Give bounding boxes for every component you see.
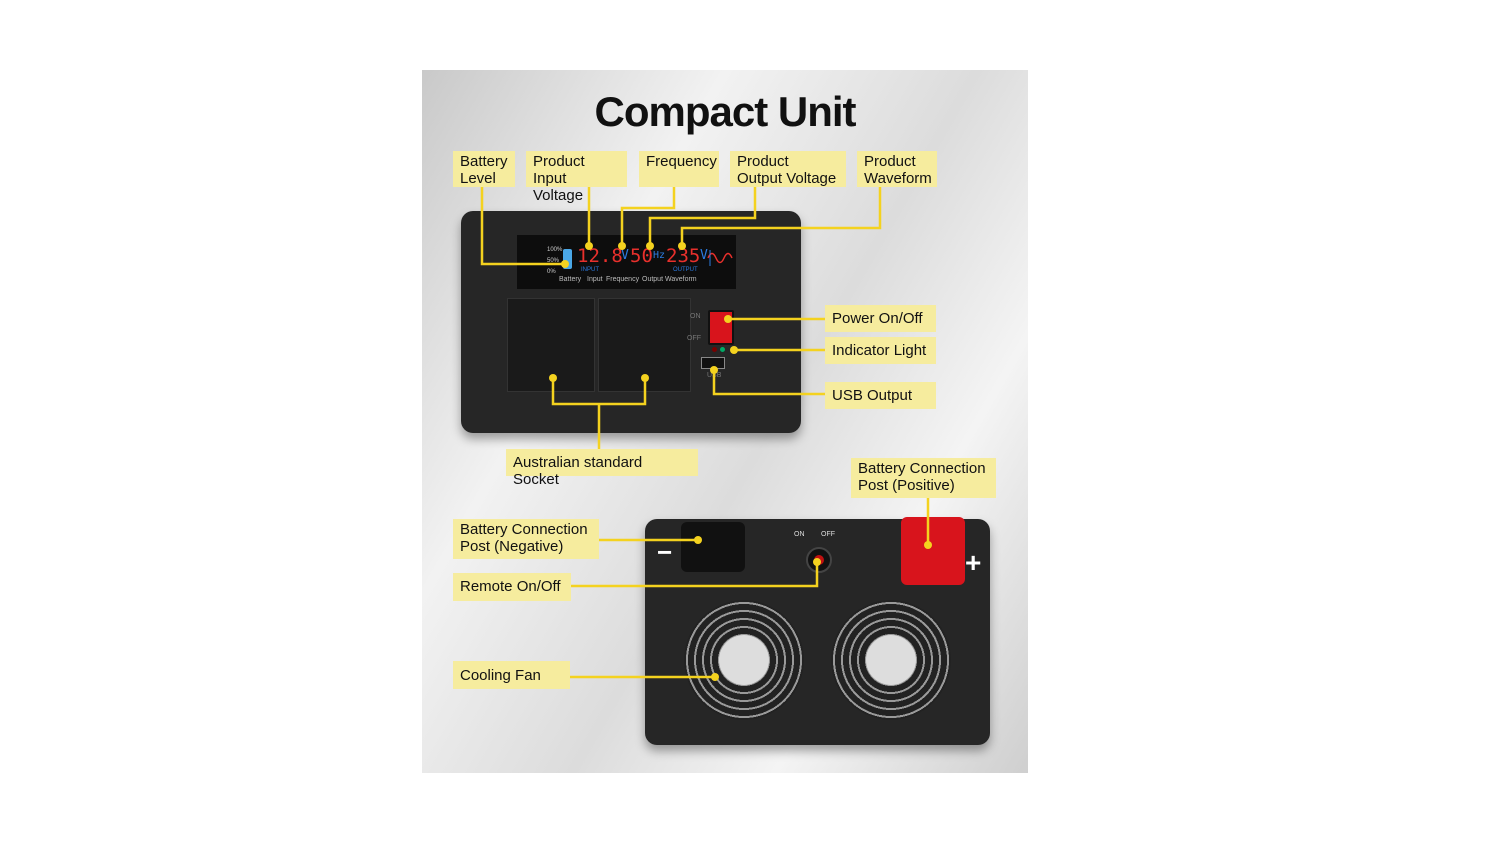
label-waveform: Product Waveform bbox=[857, 151, 937, 187]
battery-tick: 50% bbox=[547, 258, 560, 264]
positive-post[interactable] bbox=[901, 517, 965, 585]
caption-battery: Battery bbox=[559, 276, 582, 283]
cooling-fan-1 bbox=[684, 600, 804, 720]
label-cooling-fan: Cooling Fan bbox=[453, 661, 570, 689]
page-title: Compact Unit bbox=[594, 88, 857, 135]
off-label: OFF bbox=[687, 335, 701, 342]
on-label: ON bbox=[690, 313, 701, 320]
battery-tick: 100% bbox=[547, 247, 563, 253]
input-tag: INPUT bbox=[581, 267, 599, 273]
lcd-display: 100% 50% 0% 12.8 V INPUT 50 Hz 235 V OUT… bbox=[517, 235, 736, 289]
label-usb: USB Output bbox=[825, 382, 936, 409]
negative-post[interactable] bbox=[681, 522, 745, 572]
caption-input: Input bbox=[587, 276, 603, 283]
label-indicator: Indicator Light bbox=[825, 337, 936, 364]
plus-sign: + bbox=[965, 547, 982, 578]
power-switch[interactable] bbox=[708, 310, 734, 345]
remote-on-label: ON bbox=[794, 531, 805, 538]
label-socket: Australian standard Socket bbox=[506, 449, 698, 488]
label-frequency: Frequency bbox=[639, 151, 719, 187]
caption-waveform: Waveform bbox=[665, 276, 697, 283]
output-tag: OUTPUT bbox=[673, 267, 698, 273]
label-power: Power On/Off bbox=[825, 305, 936, 332]
remote-off-label: OFF bbox=[821, 531, 835, 538]
output-voltage-unit: V bbox=[700, 248, 708, 263]
cooling-fan-2 bbox=[831, 600, 951, 720]
input-voltage-value: 12.8 bbox=[577, 245, 623, 267]
battery-icon bbox=[563, 249, 572, 269]
label-positive-post: Battery Connection Post (Positive) bbox=[851, 458, 996, 498]
label-input-voltage: Product Input Voltage bbox=[526, 151, 627, 204]
label-output-voltage: Product Output Voltage bbox=[730, 151, 846, 187]
caption-frequency: Frequency bbox=[606, 276, 640, 283]
waveform-icon bbox=[707, 250, 733, 266]
inverter-back: ON OFF − + bbox=[645, 517, 990, 745]
label-remote: Remote On/Off bbox=[453, 573, 571, 601]
indicator-light-green bbox=[720, 347, 725, 352]
label-battery-level: Battery Level bbox=[453, 151, 515, 187]
input-voltage-unit: V bbox=[621, 248, 629, 263]
frequency-value: 50 bbox=[630, 245, 653, 267]
battery-tick: 0% bbox=[547, 269, 556, 275]
minus-sign: − bbox=[657, 537, 673, 567]
caption-output: Output bbox=[642, 276, 664, 283]
frequency-unit: Hz bbox=[653, 250, 666, 261]
output-voltage-value: 235 bbox=[666, 245, 701, 267]
inverter-front: 100% 50% 0% 12.8 V INPUT 50 Hz 235 V OUT… bbox=[461, 211, 801, 433]
label-negative-post: Battery Connection Post (Negative) bbox=[453, 519, 599, 559]
indicator-light-red bbox=[712, 347, 717, 352]
